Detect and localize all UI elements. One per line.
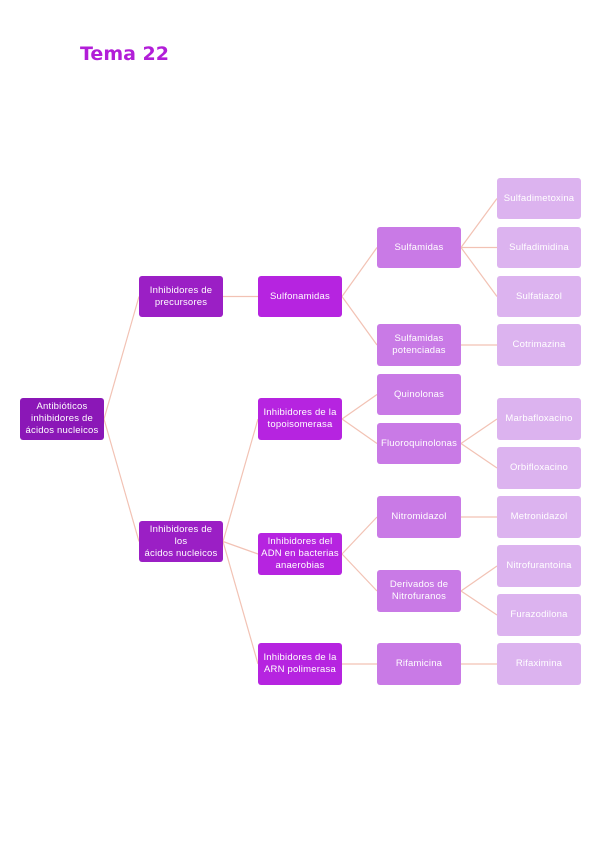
- node-inhibidores-adn-anaerobias[interactable]: Inhibidores del ADN en bacterias anaerob…: [258, 533, 342, 575]
- node-metronidazol[interactable]: Metronidazol: [497, 496, 581, 538]
- connector-sulfonamidas-sulfamidas: [341, 247, 378, 297]
- node-sulfadimetoxina[interactable]: Sulfadimetoxina: [497, 178, 581, 219]
- node-marbafloxacino[interactable]: Marbafloxacino: [497, 398, 581, 440]
- node-rifamicina[interactable]: Rifamicina: [377, 643, 461, 685]
- connector-root-precursores: [103, 296, 140, 420]
- connector-sulfonamidas-sulfamidas_potenciadas: [341, 296, 378, 346]
- node-sulfamidas-potenciadas[interactable]: Sulfamidas potenciadas: [377, 324, 461, 366]
- node-inhibidores-precursores[interactable]: Inhibidores de precursores: [139, 276, 223, 317]
- node-sulfonamidas[interactable]: Sulfonamidas: [258, 276, 342, 317]
- node-fluoroquinolonas[interactable]: Fluoroquinolonas: [377, 423, 461, 464]
- node-derivados-nitrofuranos[interactable]: Derivados de Nitrofuranos: [377, 570, 461, 612]
- node-sulfatiazol[interactable]: Sulfatiazol: [497, 276, 581, 317]
- connector-fluoroquinolonas-orbifloxacino: [460, 443, 498, 469]
- connector-sulfamidas-sulfatiazol: [460, 247, 498, 297]
- connector-nitrofuranos-nitrofurantoina: [460, 565, 498, 592]
- node-root[interactable]: Antibióticos inhibidores de ácidos nucle…: [20, 398, 104, 440]
- node-orbifloxacino[interactable]: Orbifloxacino: [497, 447, 581, 489]
- connector-acidos_nucleicos-topoisomerasa: [222, 418, 259, 542]
- page-title: Tema 22: [80, 43, 169, 65]
- connector-adn_anaerobias-nitromidazol: [341, 516, 378, 555]
- connector-root-acidos_nucleicos: [103, 418, 140, 542]
- node-inhibidores-arn-polimerasa[interactable]: Inhibidores de la ARN polimerasa: [258, 643, 342, 685]
- node-nitrofurantoina[interactable]: Nitrofurantoina: [497, 545, 581, 587]
- node-inhibidores-acidos-nucleicos[interactable]: Inhibidores de los ácidos nucleicos: [139, 521, 223, 562]
- node-nitromidazol[interactable]: Nitromidazol: [377, 496, 461, 538]
- node-inhibidores-topoisomerasa[interactable]: Inhibidores de la topoisomerasa: [258, 398, 342, 440]
- node-furazodilona[interactable]: Furazodilona: [497, 594, 581, 636]
- node-sulfadimidina[interactable]: Sulfadimidina: [497, 227, 581, 268]
- node-cotrimazina[interactable]: Cotrimazina: [497, 324, 581, 366]
- node-sulfamidas[interactable]: Sulfamidas: [377, 227, 461, 268]
- connector-sulfamidas-sulfadimetoxina: [460, 198, 498, 248]
- connector-acidos_nucleicos-adn_anaerobias: [222, 540, 259, 555]
- connector-acidos_nucleicos-arn_polimerasa: [222, 541, 259, 665]
- connector-topoisomerasa-fluoroquinolonas: [341, 418, 378, 444]
- connector-topoisomerasa-quinolonas: [341, 394, 378, 420]
- node-rifaximina[interactable]: Rifaximina: [497, 643, 581, 685]
- connector-nitrofuranos-furazodilona: [460, 590, 498, 616]
- node-quinolonas[interactable]: Quinolonas: [377, 374, 461, 415]
- connector-adn_anaerobias-nitrofuranos: [341, 553, 378, 592]
- connector-fluoroquinolonas-marbafloxacino: [460, 418, 498, 444]
